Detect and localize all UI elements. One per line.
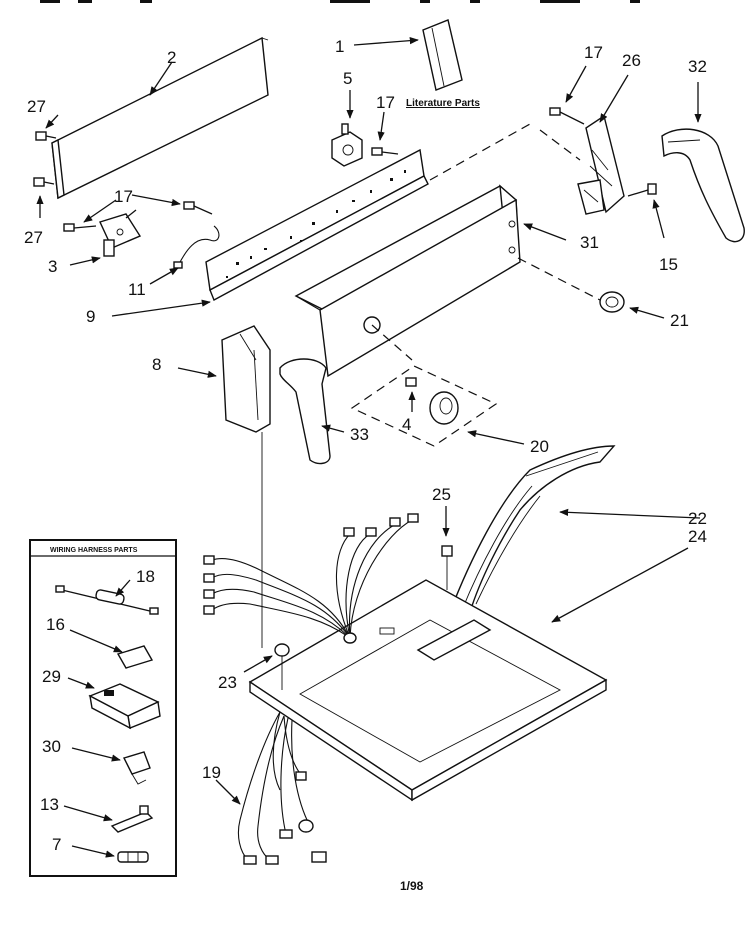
callout-15: 15 [659,255,678,274]
leader-26 [599,74,629,123]
leader-13 [63,805,113,822]
callout-32: 32 [688,57,707,76]
callout-27a: 27 [27,97,46,116]
literature-parts-label: Literature Parts [406,98,480,109]
wiring-harness-title: WIRING HARNESS PARTS [50,547,138,554]
callout-3: 3 [48,257,57,276]
callout-17c: 17 [584,43,603,62]
leader-20 [467,430,525,445]
dashed-guide-knob-4 [371,324,413,361]
console-31-part [294,184,521,378]
screw-27a-part [35,131,57,141]
end-cap-32-part [661,128,745,243]
leader-9 [111,299,211,317]
screw-27b-part [33,177,55,187]
switch-3-part [99,209,142,257]
callout-24: 24 [688,527,707,546]
leader-17a [131,194,181,207]
callout-7: 7 [52,835,61,854]
callout-19: 19 [202,763,221,782]
callout-17a: 17 [114,187,133,206]
leader-8 [177,367,217,378]
shroud-22-part [448,445,616,613]
callout-13: 13 [40,795,59,814]
callout-26: 26 [622,51,641,70]
callout-29: 29 [42,667,61,686]
harness-16-part [116,645,154,669]
screw-17-mid-part [371,147,399,156]
end-bracket-26-part [577,114,625,215]
leader-7 [71,845,115,858]
leader-15 [652,199,665,239]
clip-4-part [405,377,417,387]
knob-21-part [599,291,625,313]
end-cap-33-part [279,358,331,465]
control-panel-9-part [205,148,429,301]
leader-30 [71,747,121,762]
dashed-guide-knob [517,257,601,301]
callout-2: 2 [167,48,176,67]
callout-5: 5 [343,69,352,88]
literature-booklet-part [422,19,463,91]
screw-17-right-part [549,107,585,125]
screw-25-part [441,545,453,590]
callout-21: 21 [670,311,689,330]
leader-17a2 [83,199,117,223]
screw-15-part [627,183,657,197]
leader-19 [215,779,241,805]
dashed-guide-endcap [539,129,581,161]
harness-30-part [123,751,151,785]
knob-20-part [429,391,459,425]
callout-18: 18 [136,567,155,586]
leader-27a [45,114,59,129]
callout-33: 33 [350,425,369,444]
cropped-header-marks [40,0,640,3]
callout-22: 22 [688,509,707,528]
leader-17b [377,111,385,141]
callout-30: 30 [42,737,61,756]
date-code: 1/98 [400,879,424,893]
leader-3 [69,256,101,266]
leader-29 [67,677,95,689]
callout-11: 11 [128,280,146,299]
wire-harness-upper-part [203,513,419,644]
callout-9: 9 [86,307,95,326]
leader-1 [353,37,419,46]
leader-24 [551,547,689,623]
callout-31: 31 [580,233,599,252]
end-bracket-8-part [221,325,271,433]
leader-17c [565,65,587,103]
leader-23 [243,655,273,673]
callout-17b: 17 [376,93,395,112]
callout-25: 25 [432,485,451,504]
screw-17-left-part [63,201,213,232]
leader-21 [629,306,665,319]
callout-1: 1 [335,37,344,56]
callout-8: 8 [152,355,161,374]
callout-4: 4 [402,415,411,434]
knob-assembly-20-box [350,365,498,447]
leader-2 [149,61,173,96]
harness-13-part [110,805,154,833]
leader-16 [69,629,123,653]
harness-29-part [88,683,161,730]
console-back-panel-part [51,36,269,200]
leader-22 [559,508,701,519]
leader-18 [115,579,131,597]
harness-7-part [117,851,149,863]
leader-11 [149,267,179,285]
grommet-23-part [274,643,290,690]
leader-33 [321,424,345,433]
dashed-guide-top [429,123,531,181]
callout-20: 20 [530,437,549,456]
top-panel-24-part [248,579,608,802]
leader-31 [523,223,567,241]
wire-harness-19-part [237,711,327,865]
switch-5-part [331,123,363,167]
callout-23: 23 [218,673,237,692]
callout-27b: 27 [24,228,43,247]
callout-16: 16 [46,615,65,634]
